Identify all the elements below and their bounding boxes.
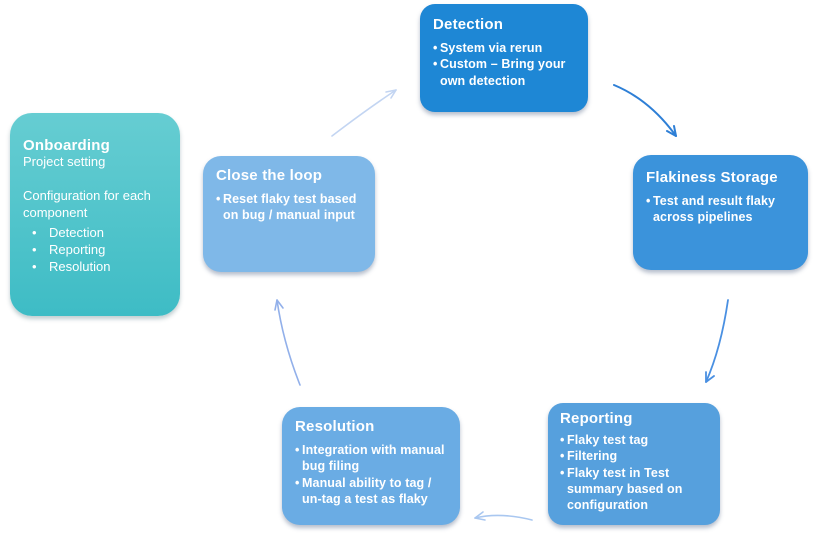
arrow-reporting-to-resolution-line	[474, 514, 533, 521]
node-onboarding-bullet-list: Detection Reporting Resolution	[23, 224, 167, 276]
arrow-detection-to-storage-head-icon	[666, 125, 677, 137]
arrow-close-loop-to-detection	[331, 89, 397, 137]
node-reporting: Reporting Flaky test tag Filtering Flaky…	[548, 403, 720, 525]
node-reporting-bullet: Filtering	[560, 448, 708, 464]
arrow-resolution-to-close-loop-line	[276, 299, 301, 386]
arrow-reporting-to-resolution-head-icon	[474, 511, 486, 521]
node-resolution-bullet: Integration with manual bug filing	[295, 442, 447, 475]
arrow-resolution-to-close-loop	[274, 299, 301, 386]
node-reporting-bullet: Flaky test in Test summary based on conf…	[560, 465, 708, 514]
node-reporting-title: Reporting	[560, 410, 633, 427]
node-flakiness-storage: Flakiness Storage Test and result flaky …	[633, 155, 808, 270]
node-detection-bullet: System via rerun	[433, 40, 575, 56]
node-onboarding-title: Onboarding	[23, 137, 110, 154]
node-resolution: Resolution Integration with manual bug f…	[282, 407, 460, 525]
node-flakiness-storage-title: Flakiness Storage	[646, 169, 778, 186]
arrow-storage-to-reporting-head-icon	[705, 371, 715, 383]
node-close-the-loop-bullet-list: Reset flaky test based on bug / manual i…	[216, 191, 362, 224]
node-onboarding-bullet: Resolution	[23, 258, 167, 275]
node-resolution-bullet-list: Integration with manual bug filing Manua…	[295, 442, 447, 507]
node-onboarding-bullet: Detection	[23, 224, 167, 241]
node-onboarding-subtitle: Project setting	[23, 154, 106, 169]
arrow-storage-to-reporting-line	[705, 299, 729, 383]
arrow-reporting-to-resolution	[474, 511, 533, 521]
node-onboarding-bullet: Reporting	[23, 241, 167, 258]
node-onboarding-description: Configuration for each component	[23, 187, 151, 220]
node-close-the-loop: Close the loop Reset flaky test based on…	[203, 156, 375, 272]
node-detection-bullet-list: System via rerun Custom – Bring your own…	[433, 40, 575, 89]
node-resolution-title: Resolution	[295, 418, 375, 435]
node-detection-title: Detection	[433, 16, 504, 33]
node-reporting-bullet: Flaky test tag	[560, 432, 708, 448]
node-flakiness-storage-bullet-list: Test and result flaky across pipelines	[646, 193, 795, 226]
node-close-the-loop-bullet: Reset flaky test based on bug / manual i…	[216, 191, 362, 224]
arrow-storage-to-reporting	[705, 299, 729, 383]
node-close-the-loop-title: Close the loop	[216, 167, 323, 184]
node-detection: Detection System via rerun Custom – Brin…	[420, 4, 588, 112]
arrow-resolution-to-close-loop-head-icon	[274, 299, 284, 311]
node-flakiness-storage-bullet: Test and result flaky across pipelines	[646, 193, 795, 226]
node-detection-bullet: Custom – Bring your own detection	[433, 56, 575, 89]
node-reporting-bullet-list: Flaky test tag Filtering Flaky test in T…	[560, 432, 708, 513]
node-resolution-bullet: Manual ability to tag / un-tag a test as…	[295, 475, 447, 508]
arrow-detection-to-storage-line	[613, 84, 677, 137]
arrow-detection-to-storage	[613, 84, 677, 137]
node-onboarding: Onboarding Project setting Configuration…	[10, 113, 180, 316]
arrow-close-loop-to-detection-head-icon	[385, 89, 397, 99]
arrow-close-loop-to-detection-line	[331, 89, 397, 137]
